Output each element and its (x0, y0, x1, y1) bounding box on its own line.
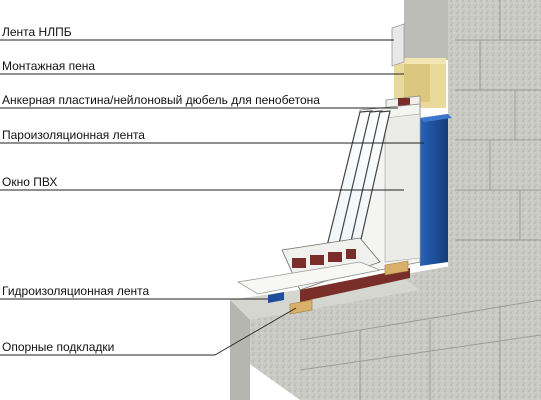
leader-pads-diag (214, 307, 297, 356)
wall-lower (230, 250, 541, 400)
label-waterproofing: Гидроизоляционная лента (2, 284, 150, 298)
nlpb-tape (391, 23, 405, 67)
vapor-barrier-tape (420, 114, 452, 266)
mounting-foam (394, 58, 446, 108)
leader-lines (0, 39, 424, 356)
label-vapor-barrier: Пароизоляционная лента (2, 128, 145, 142)
label-mounting-foam: Монтажная пена (2, 59, 96, 73)
label-pvc-window: Окно ПВХ (2, 175, 58, 189)
label-support-pads: Опорные подкладки (2, 340, 115, 354)
support-pads (289, 260, 409, 315)
window-sill (236, 261, 382, 295)
glass-unit (325, 110, 391, 251)
label-anchor-plate: Анкерная пластина/нейлоновый дюбель для … (2, 93, 320, 107)
sill-base (300, 268, 410, 302)
wall-upper (404, 0, 541, 270)
waterproofing-tape (268, 292, 284, 303)
label-nlpb-tape: Лента НЛПБ (2, 25, 72, 39)
